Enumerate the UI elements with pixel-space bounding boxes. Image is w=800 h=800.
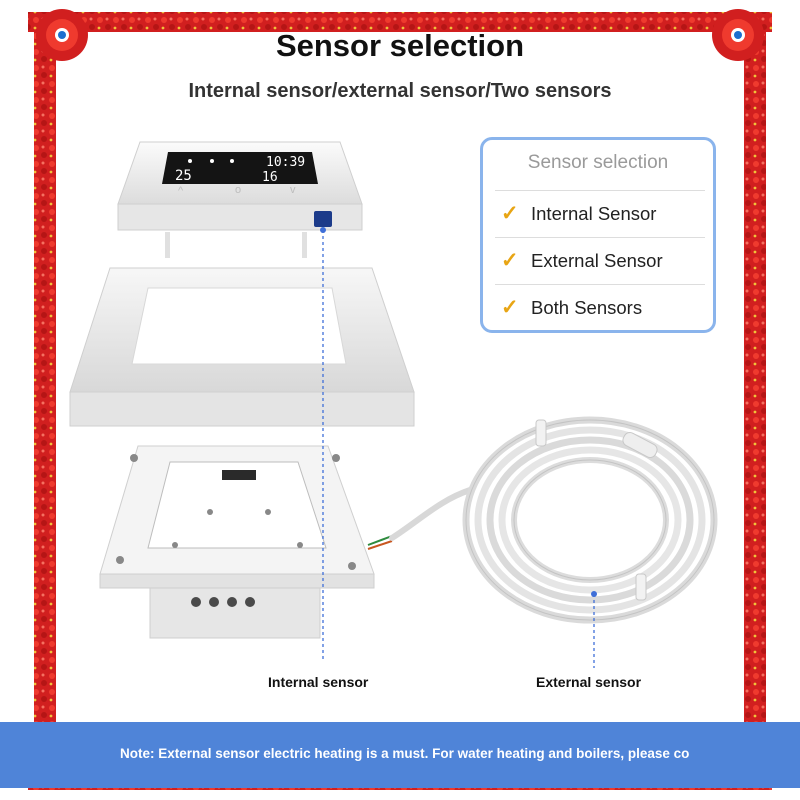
terminal-screw-icon [209, 597, 219, 607]
option-label: External Sensor [531, 250, 663, 271]
external-sensor-caption: External sensor [536, 674, 642, 690]
down-arrow-icon: v [290, 184, 296, 196]
terminal-screw-icon [245, 597, 255, 607]
option-external-sensor: ✓ External Sensor [495, 237, 705, 282]
corner-ornament-icon [36, 9, 88, 61]
thermostat-front-panel: 10:39 25 16 ^ o v [117, 141, 363, 258]
check-icon: ✓ [501, 296, 519, 319]
up-arrow-icon: ^ [178, 185, 184, 197]
bezel-frame [69, 267, 415, 427]
check-icon: ✓ [501, 202, 519, 225]
page-title: Sensor selection [275, 28, 525, 63]
lcd-temp-left: 25 [175, 168, 192, 184]
note-banner [0, 722, 800, 788]
page-subtitle: Internal sensor/external sensor/Two sens… [188, 80, 612, 102]
option-internal-sensor: ✓ Internal Sensor [495, 190, 705, 235]
terminal-screw-icon [191, 597, 201, 607]
lcd-screen [162, 152, 318, 184]
note-text: Note: External sensor electric heating i… [120, 746, 690, 761]
option-label: Internal Sensor [531, 203, 657, 224]
sensor-port-icon [314, 211, 332, 227]
mounting-plate [99, 445, 393, 639]
lcd-temp-right: 16 [262, 170, 278, 185]
internal-sensor-leader [320, 227, 326, 662]
lcd-time: 10:39 [266, 155, 305, 170]
option-label: Both Sensors [531, 297, 643, 318]
sensor-selection-panel: Sensor selection ✓ Internal Sensor ✓ Ext… [480, 137, 716, 333]
terminal-screw-icon [227, 597, 237, 607]
ok-circle-icon: o [235, 184, 241, 196]
check-icon: ✓ [501, 249, 519, 272]
sensor-selection-title: Sensor selection [527, 152, 669, 173]
option-both-sensors: ✓ Both Sensors [495, 284, 705, 329]
external-sensor-cable [389, 416, 718, 624]
corner-ornament-icon [712, 9, 764, 61]
internal-sensor-caption: Internal sensor [268, 674, 369, 690]
external-sensor-leader [591, 591, 597, 668]
